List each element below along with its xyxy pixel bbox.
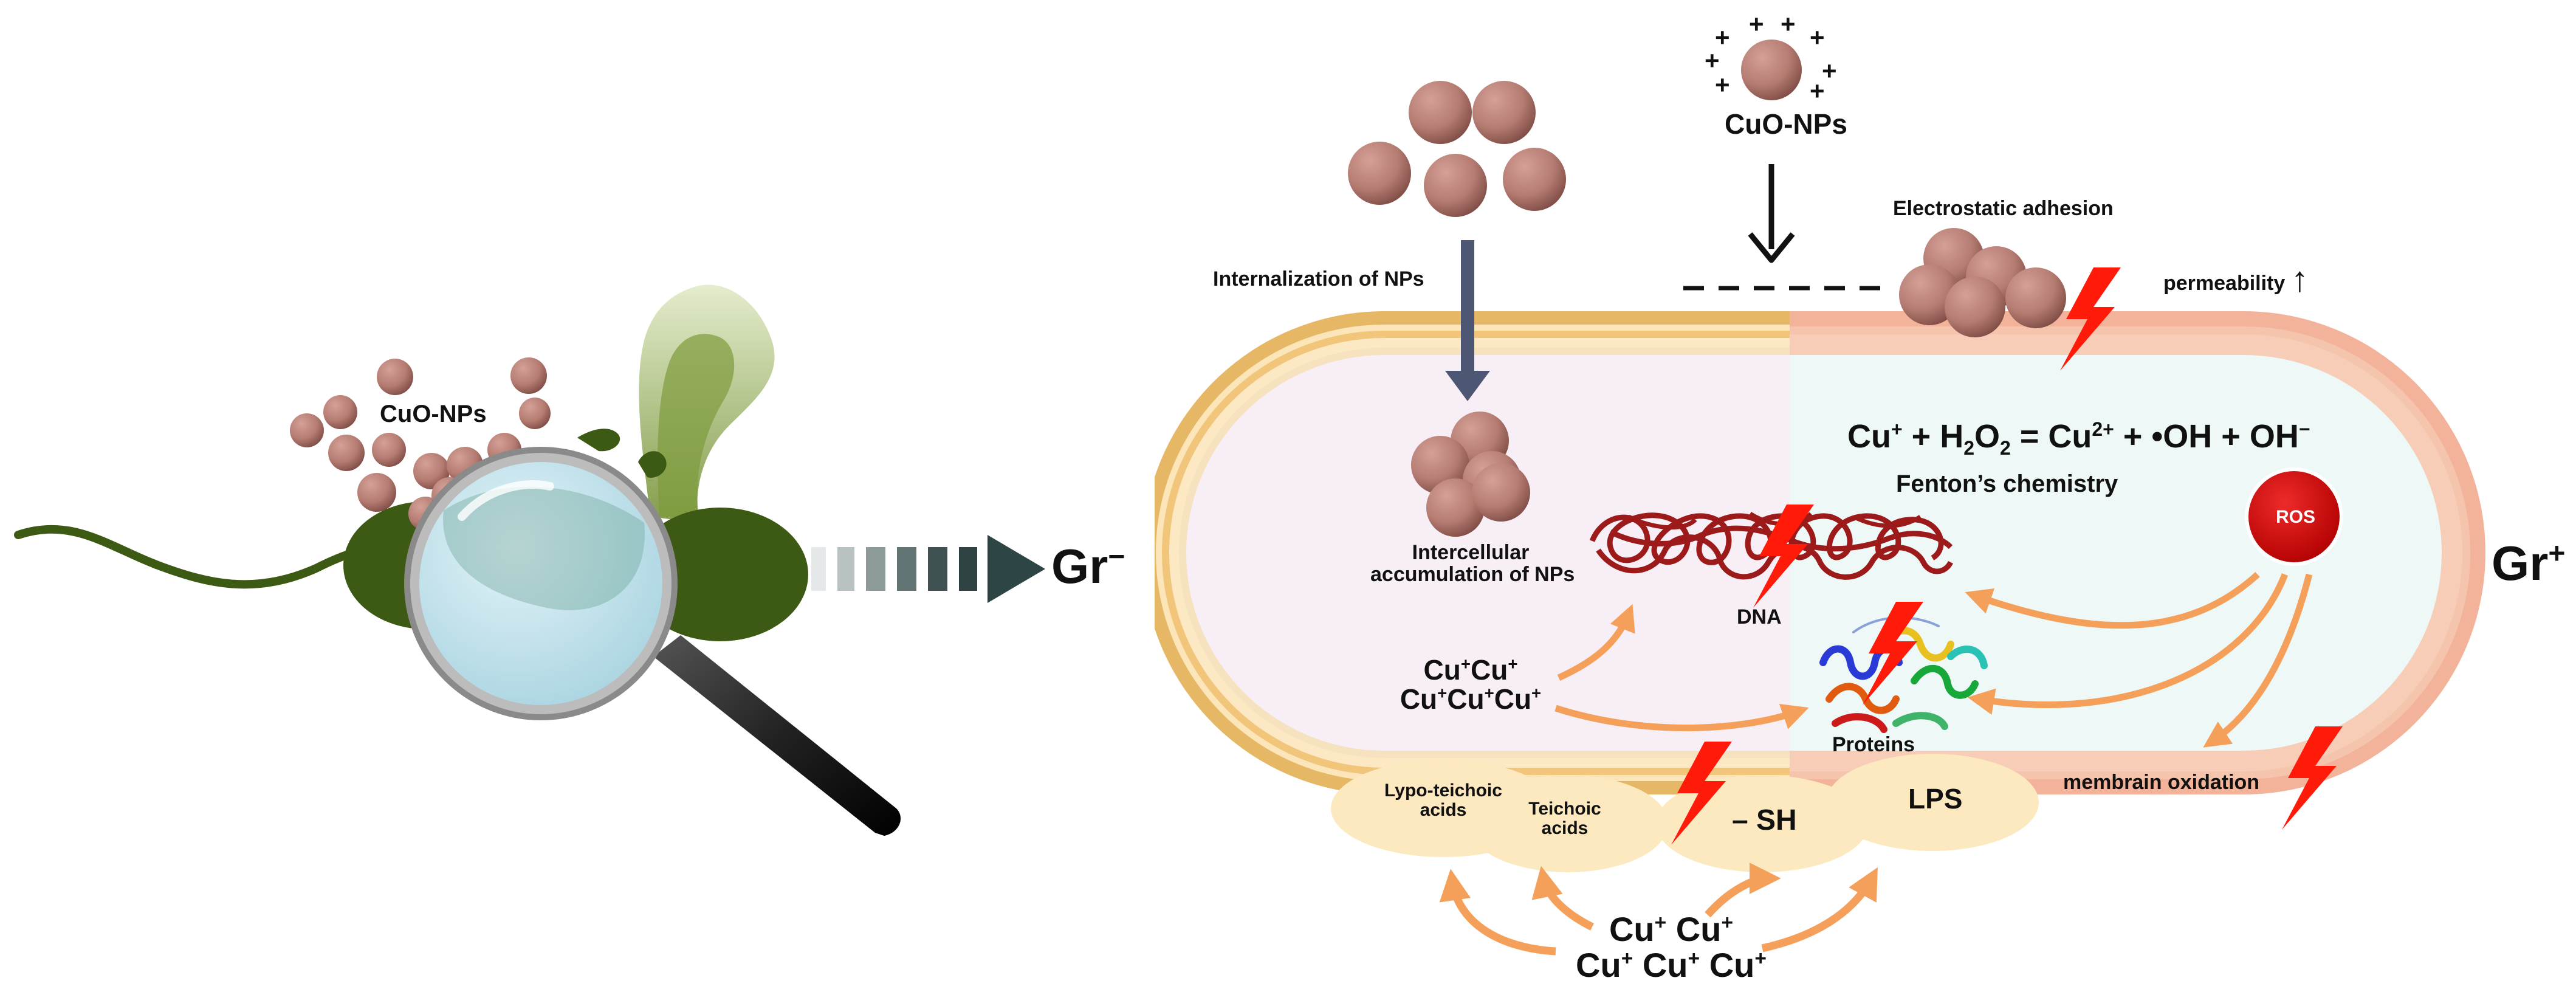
cu-ion: Cu+ [1423, 654, 1471, 686]
gr-negative-text: Gr [1051, 539, 1108, 593]
extracellular-cu-ions: Cu+ Cu+ Cu+ Cu+ Cu+ [1562, 910, 1781, 984]
internalization-arrow [1445, 240, 1490, 401]
surface-charge: + [1810, 23, 1825, 52]
lipoteichoic-line-2: acids [1420, 799, 1467, 820]
cu-ion: Cu+ [1494, 683, 1542, 715]
lps-label: LPS [1908, 783, 1963, 815]
dna-label: DNA [1737, 605, 1782, 629]
ros-arrows [1965, 571, 2313, 748]
cu-ion: Cu+ [1709, 945, 1767, 984]
transition-arrow [811, 535, 1045, 603]
ion-row-1: Cu+ Cu+ [1562, 910, 1781, 948]
adhesion-arrow [1748, 164, 1795, 263]
left-nanoparticle-cluster [290, 357, 551, 531]
protein-ribbon [1819, 616, 1988, 733]
gr-negative-label: Gr− [1051, 541, 1125, 592]
eq-cu: Cu [1847, 418, 1891, 455]
lightning-icon [2282, 726, 2343, 830]
lps-blob [1826, 754, 2039, 851]
gr-negative-sup: − [1108, 540, 1125, 573]
intracellular-cu-ions: Cu+Cu+ Cu+Cu+Cu+ [1386, 655, 1556, 714]
surface-charge: + [1749, 10, 1764, 38]
eq-oh: + •OH + OH [2114, 418, 2299, 455]
cu-ion: Cu+ [1447, 683, 1494, 715]
teichoic-blob [1468, 775, 1668, 872]
ion-row-2: Cu+ Cu+ Cu+ [1562, 945, 1781, 984]
gr-positive-text: Gr [2492, 536, 2549, 590]
eq-cu2-sup: 2+ [2092, 418, 2114, 440]
eq-h: + H [1902, 418, 1964, 455]
surface-charge: + [1715, 71, 1730, 99]
surface-charge: + [1705, 46, 1720, 75]
lightning-icon [2060, 267, 2121, 371]
surface-charge: + [1715, 23, 1730, 52]
gr-positive-sup: + [2548, 537, 2566, 570]
permeability-label: permeability ↑ [2163, 260, 2309, 299]
sh-label: – SH [1732, 804, 1797, 836]
lipoteichoic-line-1: Lypo-teichoic [1384, 780, 1502, 801]
surface-charge: + [1781, 10, 1796, 38]
lipoteichoic-label: Lypo-teichoic acids [1358, 781, 1528, 819]
ros-sphere [2245, 467, 2343, 566]
cu-ion: Cu+ [1642, 945, 1700, 984]
permeability-text: permeability [2163, 272, 2286, 295]
surface-components [1331, 754, 2039, 872]
accumulation-label: Intercellular accumulation of NPs [1370, 541, 1575, 586]
magnifier-lens [419, 462, 662, 705]
eq-o-sub: 2 [2000, 436, 2011, 459]
bacterium-cell-right [632, 508, 808, 641]
ros-label: ROS [2276, 507, 2316, 527]
fenton-equation: Cu+ + H2O2 = Cu2+ + •OH + OH− [1847, 419, 2310, 458]
gr-positive-label: Gr+ [2492, 538, 2565, 589]
cu-ion: Cu+ [1576, 945, 1633, 984]
up-arrow-icon: ↑ [2290, 260, 2309, 299]
free-nanoparticles [1348, 81, 1566, 217]
surface-charge: + [1810, 77, 1825, 105]
cu-ion: Cu+ [1471, 654, 1518, 686]
top-nps-label: CuO-NPs [1725, 108, 1847, 140]
eq-oh-sup: − [2298, 418, 2310, 440]
membrane-oxidation-label: membrain oxidation [2063, 771, 2260, 794]
lightning-icon [1863, 602, 1923, 705]
accumulation-line-1: Intercellular [1412, 541, 1530, 564]
eq-o: O [1974, 418, 2001, 455]
accumulated-nanoparticles [1411, 412, 1530, 537]
ion-row-2: Cu+Cu+Cu+ [1386, 684, 1556, 714]
cu-intracellular-arrows [1554, 604, 1809, 731]
fenton-title: Fenton’s chemistry [1896, 470, 2118, 497]
surface-charge: + [1822, 57, 1837, 85]
internalization-label: Internalization of NPs [1213, 267, 1424, 291]
cu-ion: Cu+ [1675, 910, 1734, 948]
charged-nanoparticle [1741, 40, 1802, 100]
proteins-label: Proteins [1832, 733, 1915, 756]
flagellum [14, 525, 393, 589]
cell-envelope [1155, 311, 2485, 794]
adhered-nanoparticles [1899, 228, 2066, 337]
eq-h-sub: 2 [1963, 436, 1975, 459]
teichoic-line-2: acids [1541, 818, 1589, 838]
electrostatic-label: Electrostatic adhesion [1893, 197, 2114, 220]
eq-cu2: = Cu [2010, 418, 2092, 455]
lightning-icon [1753, 505, 1814, 608]
left-nps-label: CuO-NPs [380, 401, 487, 427]
cu-ion: Cu+ [1400, 683, 1448, 715]
accumulation-line-2: accumulation of NPs [1370, 562, 1575, 586]
teichoic-line-1: Teichoic [1528, 799, 1601, 819]
cu-surface-arrows [1439, 863, 1878, 956]
lightning-icon [1671, 742, 1732, 845]
cu-ion: Cu+ [1609, 910, 1667, 948]
lightning-icons [1671, 267, 2343, 845]
magnifier-handle [653, 635, 901, 836]
ion-row-1: Cu+Cu+ [1386, 655, 1556, 684]
teichoic-label: Teichoic acids [1510, 799, 1619, 838]
magnifier [404, 447, 901, 836]
eq-cu-sup: + [1891, 418, 1903, 440]
